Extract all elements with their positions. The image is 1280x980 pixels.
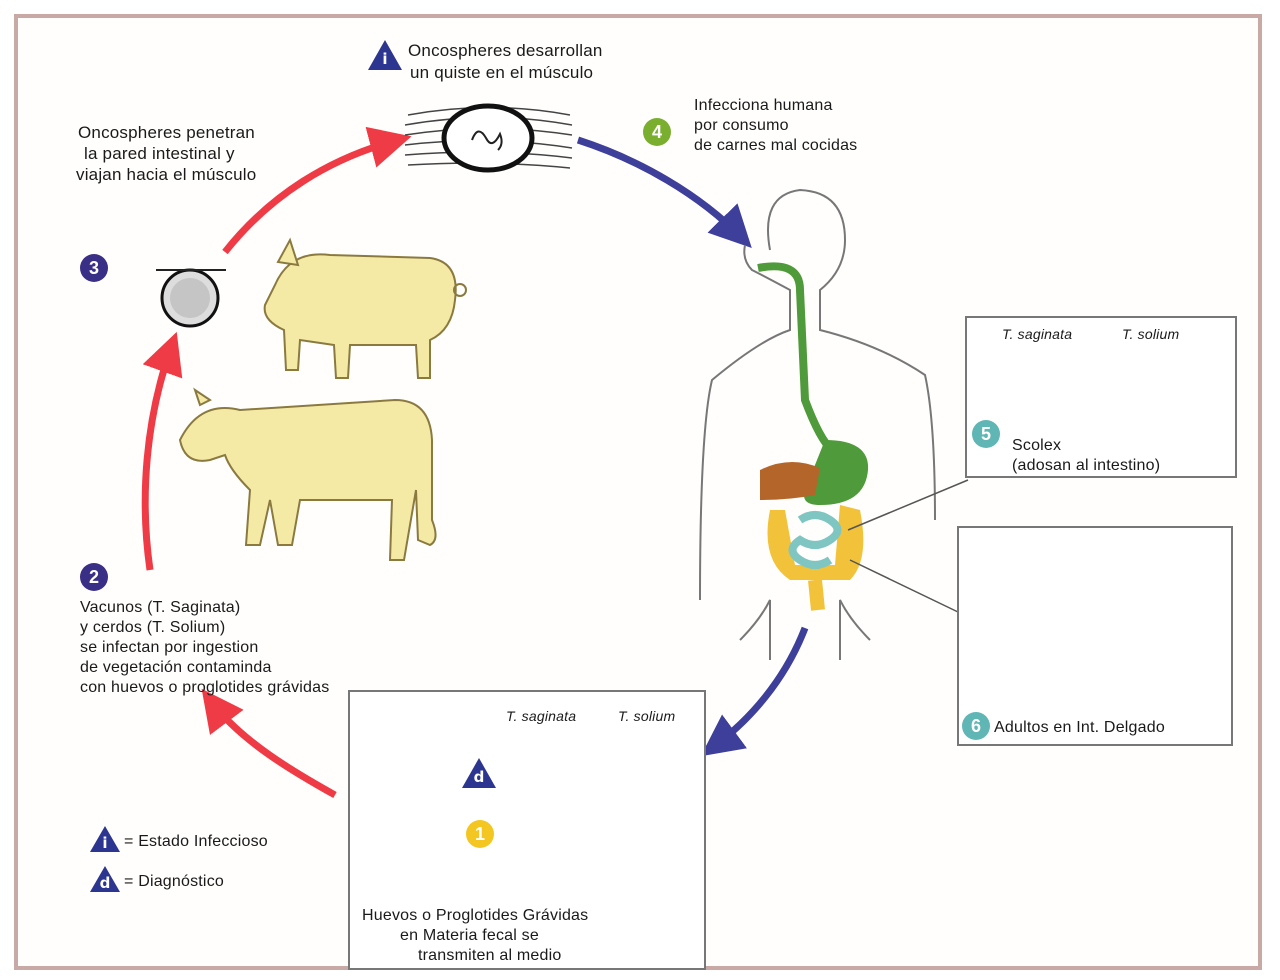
diagnostic-triangle-icon: d (462, 758, 496, 788)
legend-diagnostic-icon: d (90, 866, 120, 892)
top-line-2: un quiste en el músculo (410, 62, 593, 83)
eggs-line-1: Huevos o Proglotides Grávidas (362, 906, 588, 926)
step-3-badge: 3 (80, 254, 108, 282)
eggs-line-2: en Materia fecal se (400, 926, 539, 946)
step4-line-2: por consumo (694, 116, 789, 136)
step2-line-2: y cerdos (T. Solium) (80, 618, 225, 638)
eggs-line-3: transmiten al medio (418, 946, 561, 966)
step4-line-1: Infecciona humana (694, 96, 833, 116)
legend-infectious-label: = Estado Infeccioso (124, 832, 268, 852)
legend-diagnostic-label: = Diagnóstico (124, 872, 224, 892)
scolex-species-solium: T. solium (1122, 324, 1179, 345)
step5-line-1: Scolex (1012, 436, 1061, 456)
digestive-tract-icon (758, 266, 868, 610)
arrow-1-to-2 (210, 700, 335, 795)
step-6-badge: 6 (962, 712, 990, 740)
step4-line-3: de carnes mal cocidas (694, 136, 857, 156)
step2-line-4: de vegetación contaminda (80, 658, 272, 678)
egg-species-solium: T. solium (618, 706, 675, 727)
step5-line-2: (adosan al intestino) (1012, 456, 1160, 476)
scolex-species-saginata: T. saginata (1002, 324, 1072, 345)
step-1-badge: 1 (466, 820, 494, 848)
legend-infectious-icon: i (90, 826, 120, 852)
step2-line-1: Vacunos (T. Saginata) (80, 598, 240, 618)
step2-line-5: con huevos o proglotides grávidas (80, 678, 329, 698)
arrow-human-to-1 (712, 628, 805, 748)
step-2-badge: 2 (80, 563, 108, 591)
step-5-badge: 5 (972, 420, 1000, 448)
step3-line-2: la pared intestinal y (84, 143, 235, 164)
step2-line-3: se infectan por ingestion (80, 638, 258, 658)
step3-line-1: Oncospheres penetran (78, 122, 255, 143)
oncosphere-icon (156, 270, 226, 326)
arrow-2-to-3 (145, 345, 172, 570)
muscle-cyst-icon (405, 106, 572, 170)
info-triangle-icon: i (368, 40, 402, 70)
cow-icon (180, 390, 436, 560)
step-4-badge: 4 (643, 118, 671, 146)
arrow-3-to-top (225, 140, 398, 252)
egg-species-saginata: T. saginata (506, 706, 576, 727)
top-line-1: Oncospheres desarrollan (408, 40, 603, 61)
step6-label: Adultos en Int. Delgado (994, 718, 1165, 738)
step3-line-3: viajan hacia el músculo (76, 164, 256, 185)
pig-icon (265, 240, 466, 378)
adults-panel (957, 526, 1233, 746)
